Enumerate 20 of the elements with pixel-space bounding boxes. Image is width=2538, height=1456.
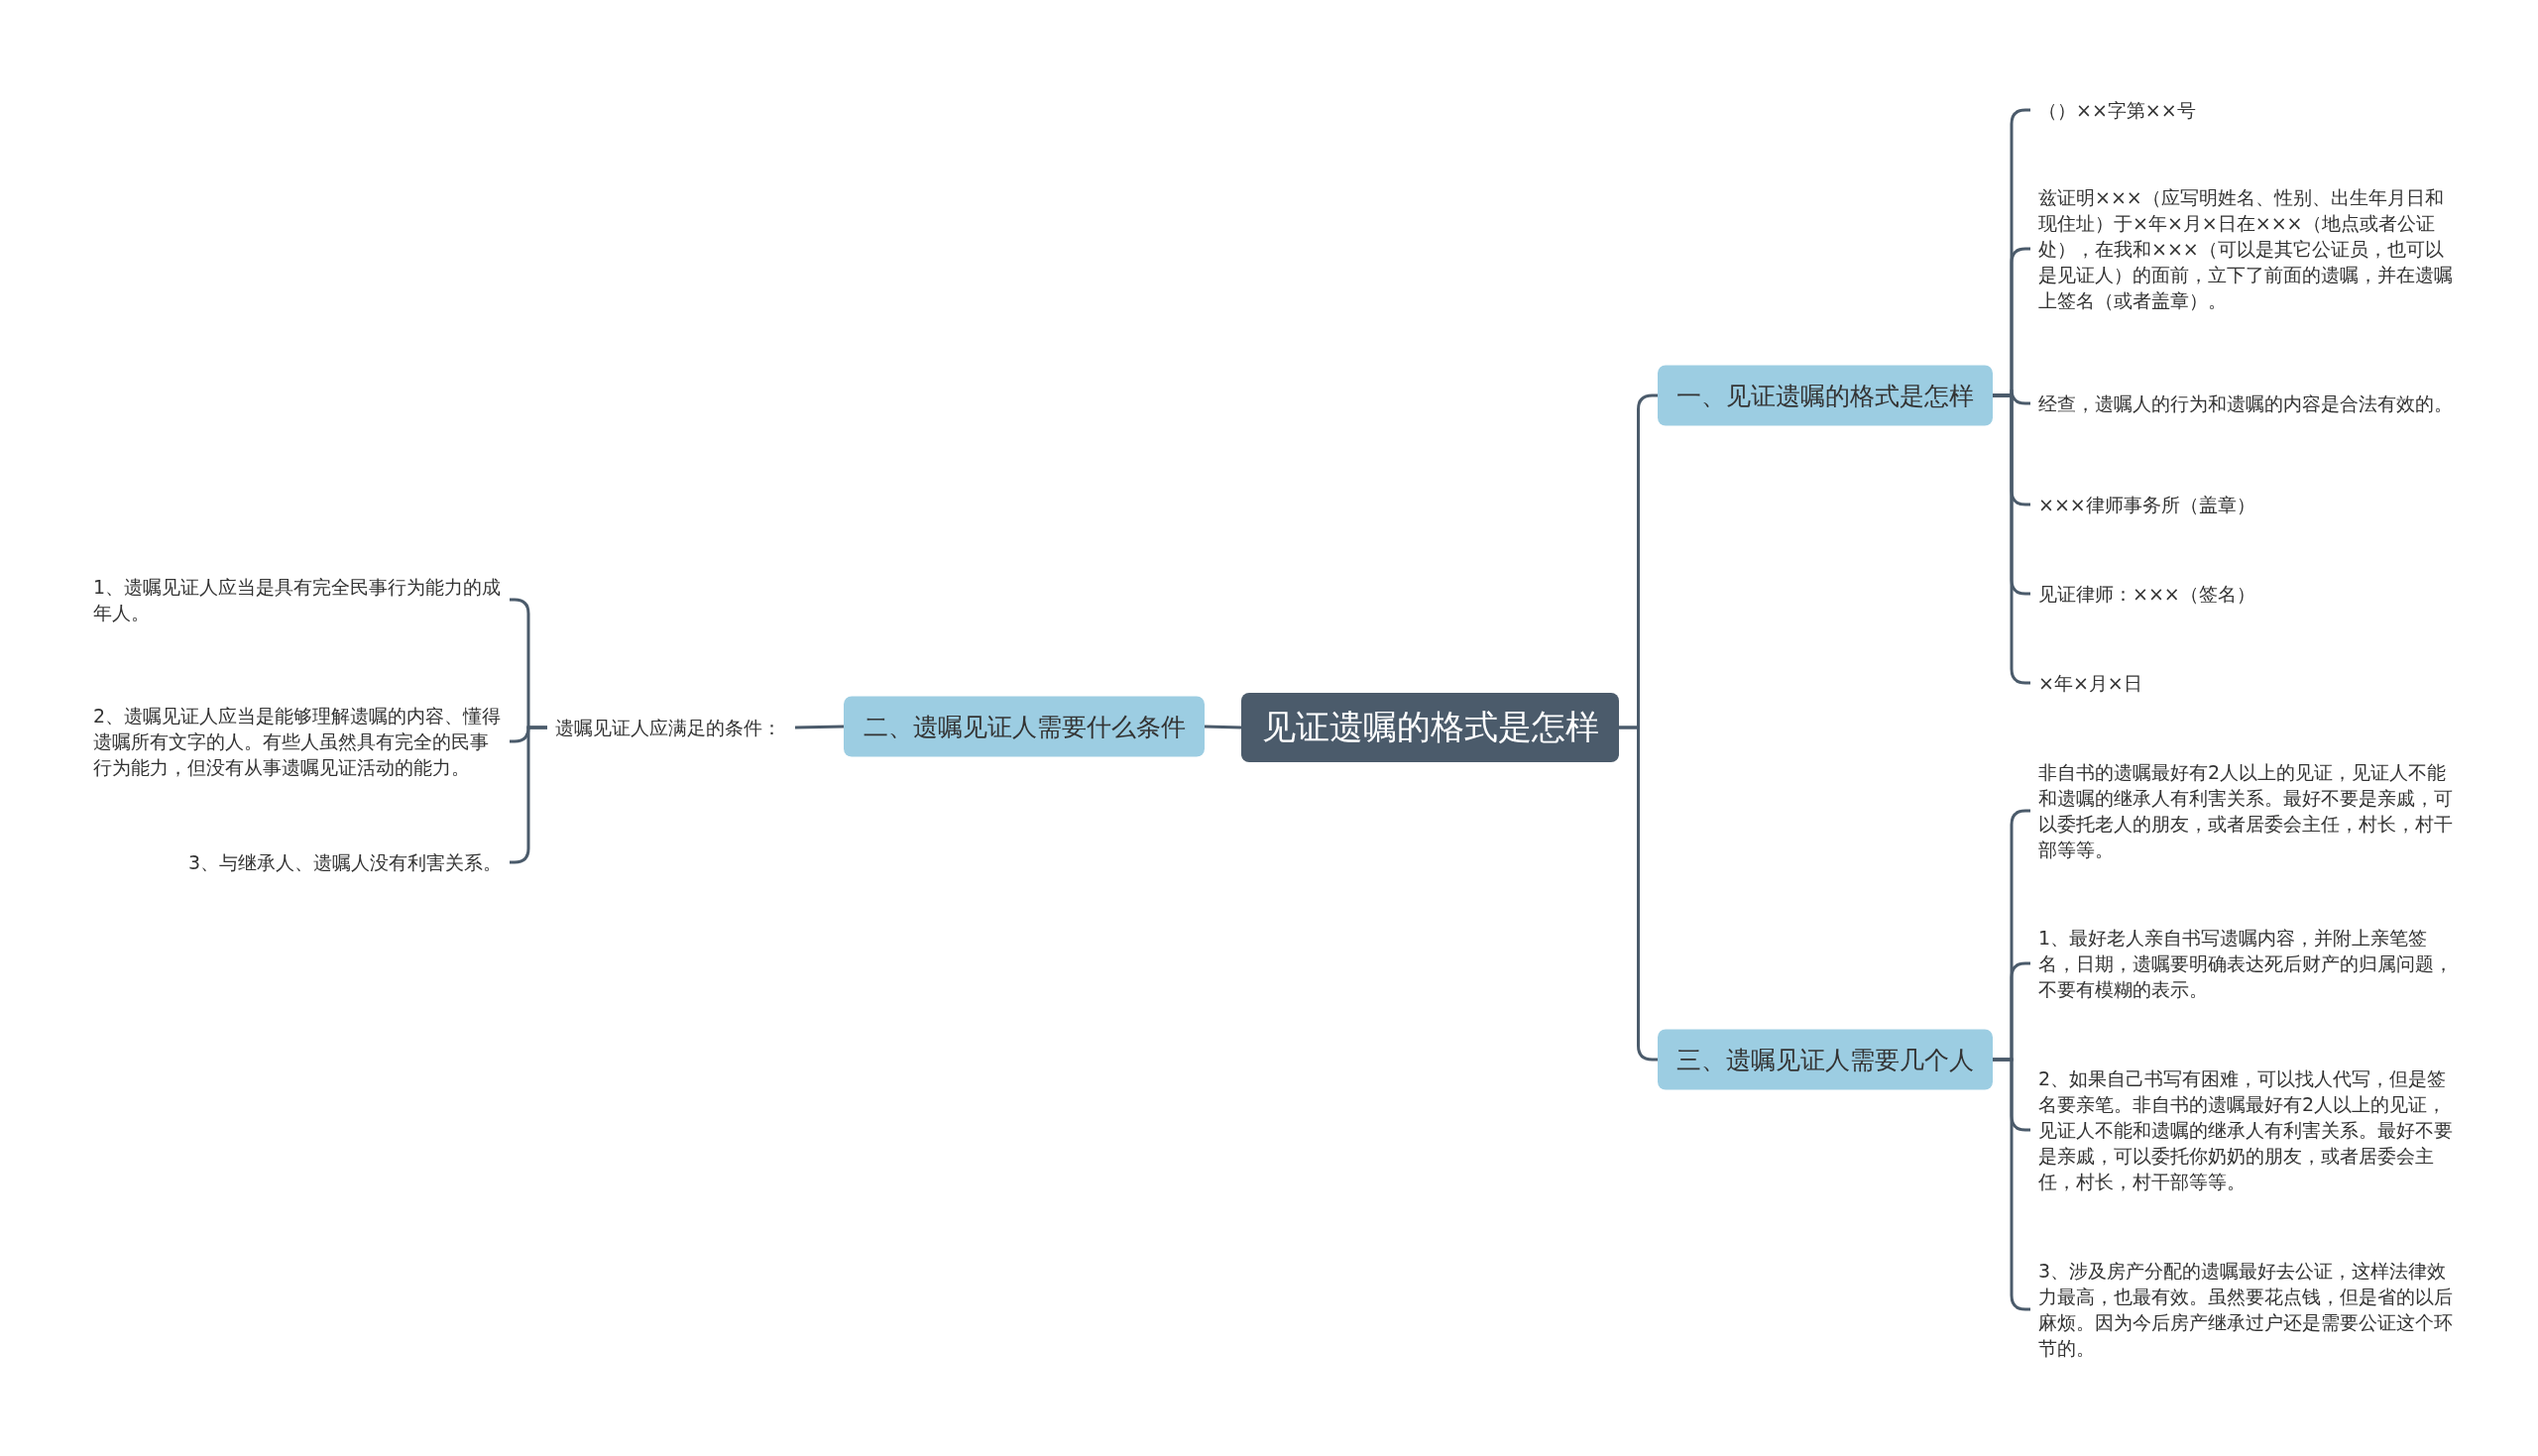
leaf-text: 1、最好老人亲自书写遗嘱内容，并附上亲笔签名，日期，遗嘱要明确表达死后财产的归属问题，不要有模糊的表示。: [2030, 923, 2467, 1004]
leaf-text: 兹证明×××（应写明姓名、性别、出生年月日和现住址）于×年×月×日在×××（地点或者公证处），在我和×××（可以是其它公证员，也可以是见证人）的面前，立下了前面的遗嘱，并在遗嘱上签名（或者盖章）。: [2030, 182, 2467, 315]
leaf-text: （）××字第××号: [2030, 95, 2467, 125]
root-topic: 见证遗嘱的格式是怎样: [1241, 693, 1619, 762]
leaf-text: ×年×月×日: [2030, 668, 2467, 698]
leaf-text: ×××律师事务所（盖章）: [2030, 490, 2467, 519]
branch-topic: 二、遗嘱见证人需要什么条件: [844, 696, 1205, 757]
branch-topic: 一、见证遗嘱的格式是怎样: [1658, 365, 1993, 426]
connector-line: [794, 725, 845, 729]
leaf-text: 遗嘱见证人应满足的条件：: [547, 713, 795, 742]
leaf-text: 2、如果自己书写有困难，可以找人代写，但是签名要亲笔。非自书的遗嘱最好有2人以上的见证，见证人不能和遗嘱的继承人有利害关系。最好不要是亲戚，可以委托你奶奶的朋友，或者居委会主任，村长，村干部等等。: [2030, 1064, 2467, 1196]
branch-topic: 三、遗嘱见证人需要几个人: [1658, 1029, 1993, 1090]
leaf-text: 3、涉及房产分配的遗嘱最好去公证，这样法律效力最高，也最有效。虽然要花点钱，但是省的以后麻烦。因为今后房产继承过户还是需要公证这个环节的。: [2030, 1256, 2467, 1363]
connector-line: [1204, 725, 1242, 729]
leaf-text: 经查，遗嘱人的行为和遗嘱的内容是合法有效的。: [2030, 389, 2467, 418]
leaf-text: 非自书的遗嘱最好有2人以上的见证，见证人不能和遗嘱的继承人有利害关系。最好不要是亲戚，可以委托老人的朋友，或者居委会主任，村长，村干部等等。: [2030, 757, 2467, 864]
leaf-text: 见证律师：×××（签名）: [2030, 579, 2467, 609]
leaf-text: 2、遗嘱见证人应当是能够理解遗嘱的内容、懂得遗嘱所有文字的人。有些人虽然具有完全的民事行为能力，但没有从事遗嘱见证活动的能力。: [85, 701, 510, 782]
leaf-text: 1、遗嘱见证人应当是具有完全民事行为能力的成年人。: [85, 572, 510, 627]
leaf-text: 3、与继承人、遗嘱人没有利害关系。: [85, 847, 510, 877]
